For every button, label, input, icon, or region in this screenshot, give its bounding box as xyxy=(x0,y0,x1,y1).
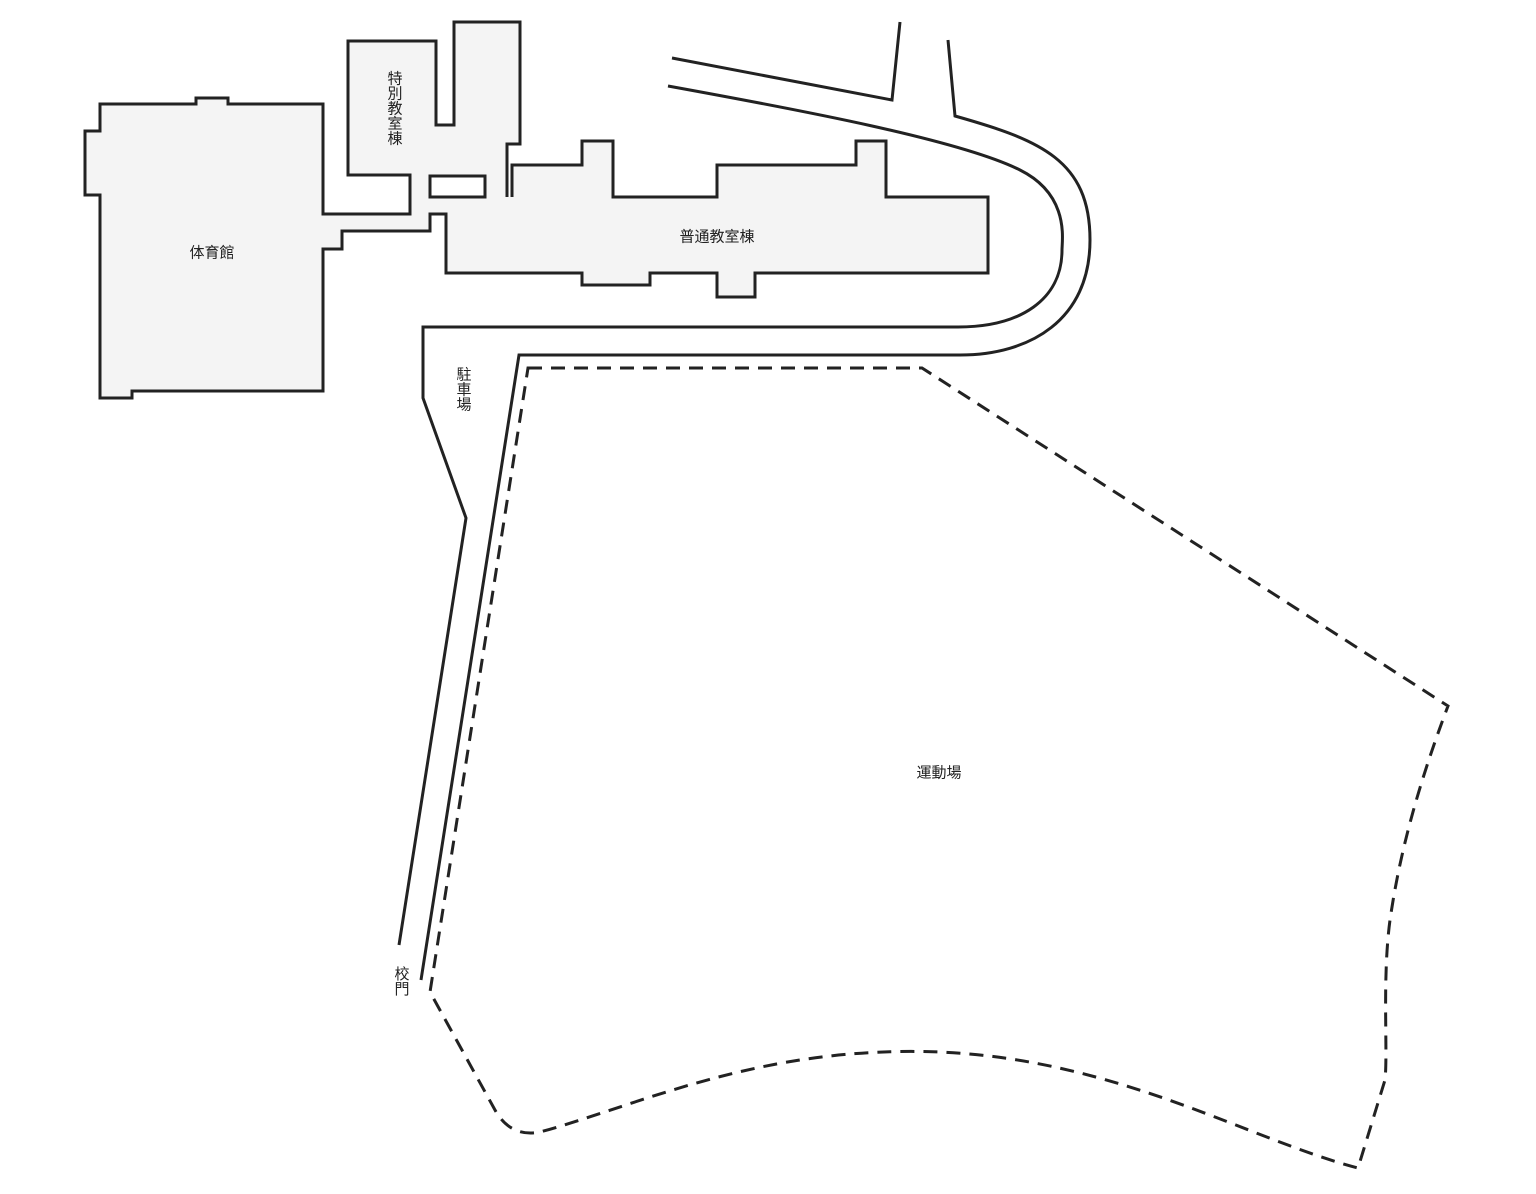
road-inner-edge xyxy=(397,84,1064,946)
courtyard-structure xyxy=(428,174,487,199)
road-outer-edge xyxy=(419,39,1092,981)
gym-and-special-building-outline xyxy=(83,20,990,400)
school-gate-label: 校門 xyxy=(392,966,411,996)
gym-label: 体育館 xyxy=(189,243,235,262)
playground-boundary xyxy=(428,366,1450,1170)
special-classroom-building-label: 特別教室棟 xyxy=(385,70,404,146)
buildings-fill xyxy=(85,22,988,398)
parking-label: 駐車場 xyxy=(454,366,473,412)
general-classroom-building-label: 普通教室棟 xyxy=(679,227,755,246)
playground-label: 運動場 xyxy=(916,763,962,782)
side-road xyxy=(671,21,902,102)
